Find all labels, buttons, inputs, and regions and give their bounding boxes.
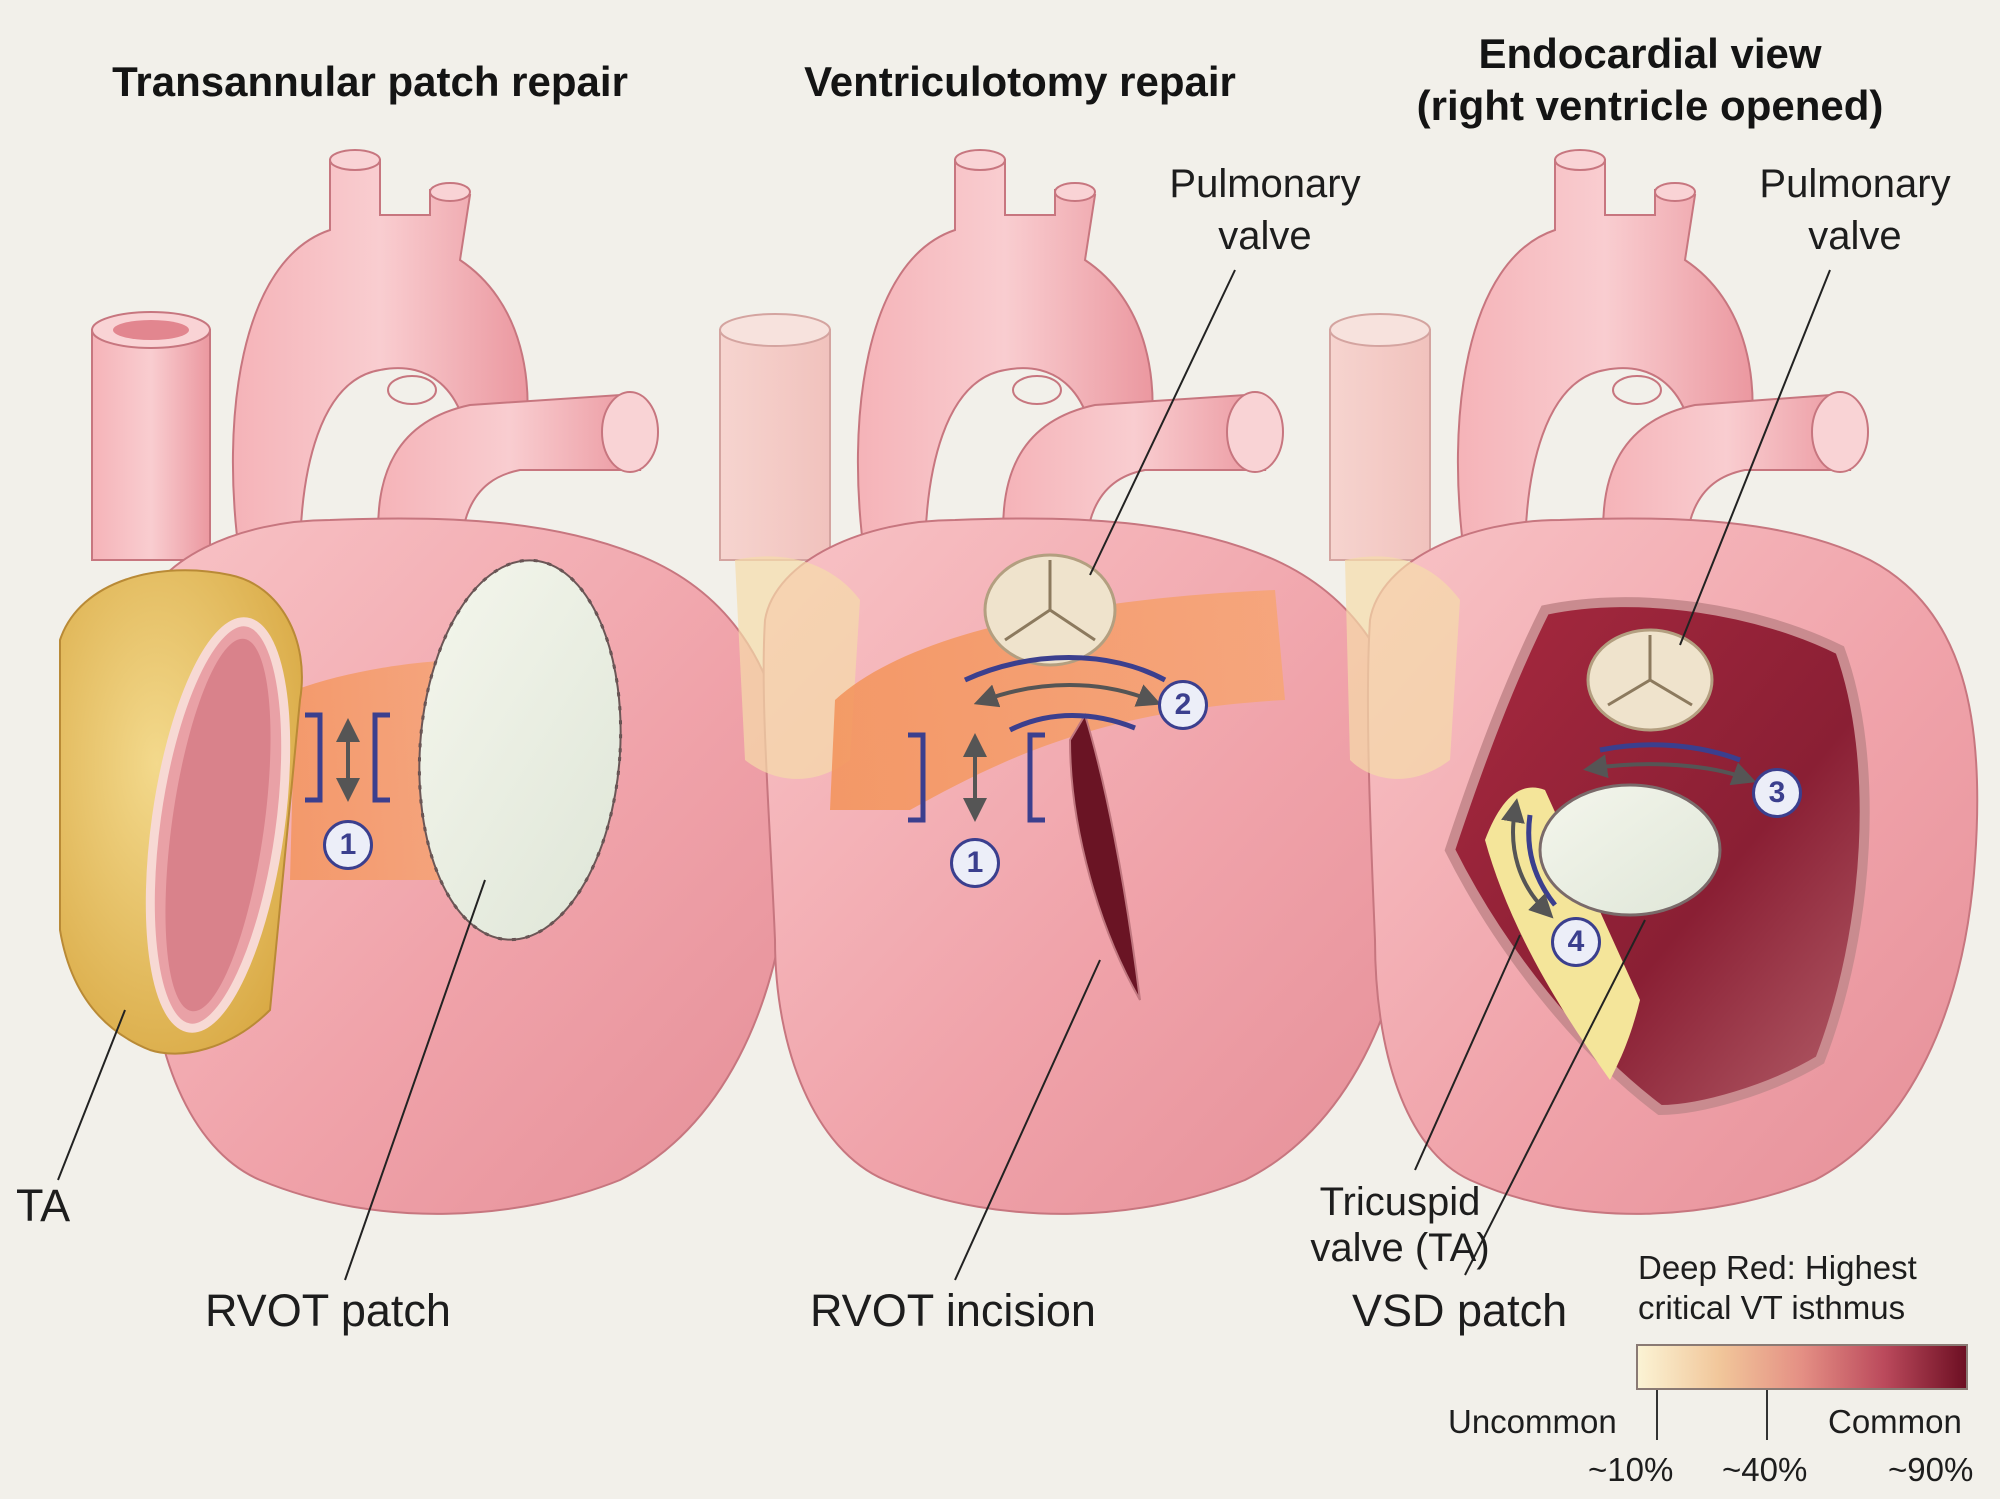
label-pulmonary-valve-2-line1: Pulmonary: [1759, 162, 1951, 206]
legend-tick-label-90: ~90%: [1888, 1451, 1974, 1488]
panel-transannular-heart: [57, 149, 793, 1281]
isthmus-marker-1-ventriculotomy: 1: [950, 838, 1000, 888]
panel-title-endocardial-line2: (right ventricle opened): [1416, 82, 1884, 129]
label-pulmonary-valve-1-line2: valve: [1218, 214, 1312, 258]
label-tricuspid-line1: Tricuspid: [1319, 1180, 1481, 1224]
label-ta: TA: [16, 1180, 71, 1231]
isthmus-marker-2: 2: [1158, 680, 1208, 730]
legend-color-scale: [1636, 1344, 1968, 1390]
panel-title-endocardial-line1: Endocardial view: [1478, 30, 1822, 77]
label-pulmonary-valve-2-line2: valve: [1808, 214, 1902, 258]
isthmus-marker-3: 3: [1752, 768, 1802, 818]
legend-title-line1: Deep Red: Highest: [1638, 1249, 1917, 1286]
legend-tick-40: [1766, 1390, 1768, 1440]
panel-ventriculotomy-heart: [719, 149, 1418, 1281]
isthmus-marker-1-transannular: 1: [323, 820, 373, 870]
label-tricuspid-line2: valve (TA): [1310, 1226, 1490, 1270]
legend-label-common: Common: [1828, 1403, 1962, 1440]
legend-label-uncommon: Uncommon: [1448, 1403, 1617, 1440]
legend-tick-label-10: ~10%: [1588, 1451, 1674, 1488]
legend-title-line2: critical VT isthmus: [1638, 1289, 1906, 1326]
legend-tick-label-40: ~40%: [1722, 1451, 1808, 1488]
label-vsd-patch: VSD patch: [1352, 1285, 1568, 1336]
label-rvot-patch: RVOT patch: [205, 1285, 451, 1336]
legend-tick-10: [1656, 1390, 1658, 1440]
panel-title-ventriculotomy: Ventriculotomy repair: [804, 58, 1236, 105]
panel-endocardial-heart: [1329, 149, 1979, 1276]
label-rvot-incision: RVOT incision: [810, 1285, 1096, 1336]
label-pulmonary-valve-1-line1: Pulmonary: [1169, 162, 1361, 206]
panel-title-transannular: Transannular patch repair: [112, 58, 628, 105]
isthmus-marker-4: 4: [1551, 917, 1601, 967]
